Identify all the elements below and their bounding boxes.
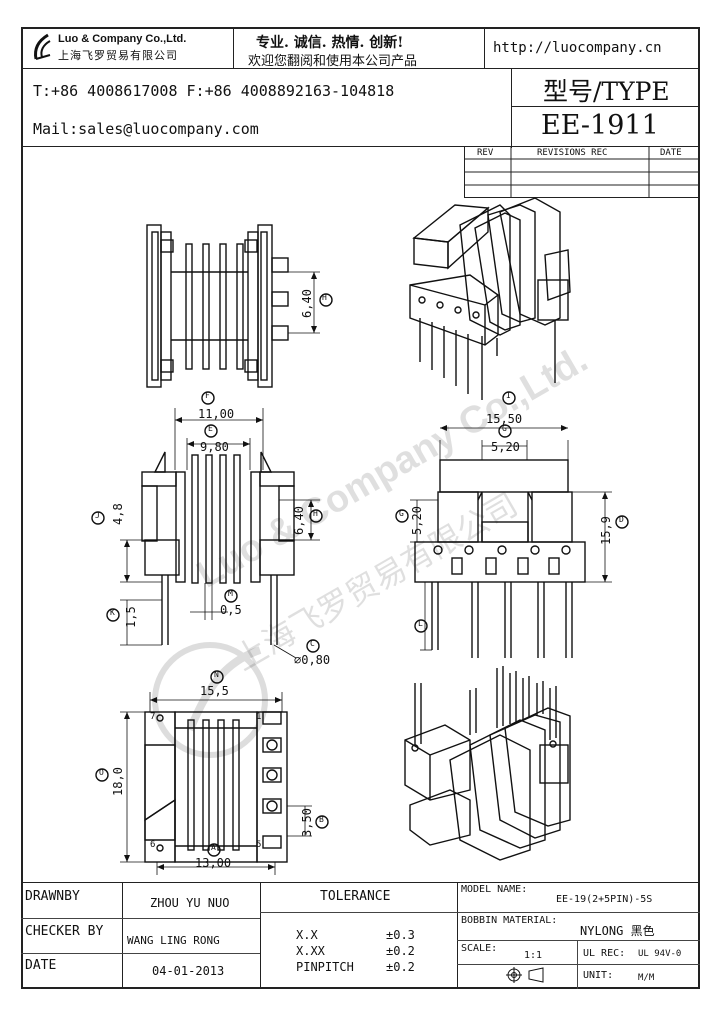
rev-date-header: DATE	[660, 148, 682, 158]
dim-label: 6,40	[300, 289, 314, 318]
date-label: DATE	[25, 958, 57, 973]
pin-number: 6	[150, 840, 156, 850]
bottom-view	[95, 670, 329, 875]
ul-rec-value: UL 94V-0	[638, 949, 682, 959]
dim-callout-f: F	[205, 391, 210, 400]
bobbin-material-label: BOBBIN MATERIAL:	[461, 915, 558, 926]
company-name-cn: 上海飞罗贸易有限公司	[58, 49, 178, 62]
drawing-frame	[21, 27, 700, 989]
dim-callout-g: G	[502, 424, 507, 433]
dim-callout-n: N	[214, 670, 219, 679]
model-name-label: MODEL NAME:	[461, 884, 528, 895]
dim-callout-k: K	[110, 608, 115, 617]
rev-header: REV	[477, 148, 494, 158]
type-value: EE-1911	[541, 110, 659, 141]
unit-value: M/M	[638, 973, 655, 983]
scale-label: SCALE:	[461, 943, 498, 954]
drawnby-label: DRAWNBY	[25, 889, 80, 904]
dim-callout-o: O	[99, 768, 104, 777]
type-label: 型号/TYPE	[543, 77, 670, 106]
dim-callout-l: L	[418, 619, 423, 628]
dim-label: 0,5	[220, 603, 242, 617]
slogan: 专业. 诚信. 热情. 创新!	[256, 35, 404, 51]
dim-label: 15,50	[486, 412, 523, 426]
iso-view-bottom	[404, 666, 571, 861]
tol-key: X.X	[296, 928, 318, 942]
unit-label: UNIT:	[583, 970, 614, 981]
dim-label: 5,20	[410, 506, 424, 535]
tol-value: ±0.2	[386, 960, 415, 974]
dim-label: 3,50	[300, 808, 314, 837]
top-view	[146, 224, 333, 388]
company-name-en: Luo & Company Co.,Ltd.	[58, 33, 187, 45]
phone-fax: T:+86 4008617008 F:+86 4008892163-104818	[33, 82, 395, 100]
drawnby-value: ZHOU YU NUO	[150, 896, 230, 910]
model-name-value: EE-19(2+5PIN)-5S	[556, 894, 653, 905]
pin-number: 1	[256, 712, 262, 722]
dim-label: 9,80	[200, 440, 229, 454]
dim-label: 4,8	[111, 503, 125, 525]
checker-label: CHECKER BY	[25, 924, 104, 939]
checker-value: WANG LING RONG	[127, 934, 220, 947]
dim-label: 15,9	[599, 516, 613, 545]
tol-value: ±0.2	[386, 944, 415, 958]
revisions-table	[464, 146, 700, 198]
dim-label: 11,00	[198, 407, 235, 421]
dim-label: 15,5	[200, 684, 229, 698]
dim-label: 1,5	[124, 606, 138, 628]
tolerance-title: TOLERANCE	[320, 889, 391, 904]
tol-key: PINPITCH	[296, 960, 354, 974]
dim-callout-b: B	[319, 815, 324, 824]
side-view	[395, 391, 629, 658]
bobbin-material-value: NYLONG 黑色	[580, 924, 655, 938]
dim-callout-m: M	[228, 589, 233, 598]
projection-symbol-icon	[505, 966, 547, 984]
pin-number: 7	[150, 712, 156, 722]
tol-value: ±0.3	[386, 928, 415, 942]
iso-view-top	[409, 197, 571, 400]
ul-rec-label: UL REC:	[583, 948, 626, 959]
revisions-rec-header: REVISIONS REC	[537, 148, 608, 158]
dim-callout-h1: H	[322, 293, 327, 302]
scale-value: 1:1	[524, 950, 543, 961]
dim-callout-g2: G	[399, 509, 404, 518]
dim-callout-e: E	[208, 424, 213, 433]
dim-callout-j: J	[95, 511, 100, 520]
dim-label: 6,40	[292, 506, 306, 535]
tol-key: X.XX	[296, 944, 325, 958]
website-link[interactable]: http://luocompany.cn	[493, 40, 662, 56]
dim-callout-c: C	[310, 639, 315, 648]
date-value: 04-01-2013	[152, 964, 225, 978]
welcome-text: 欢迎您翻阅和使用本公司产品	[248, 54, 418, 69]
dim-label: ⌀0,80	[294, 653, 331, 667]
front-view	[91, 391, 323, 659]
dim-label: 5,20	[491, 440, 520, 454]
dim-label: 18,0	[111, 767, 125, 796]
dim-label: 13,00	[195, 856, 232, 870]
dim-callout-h2: H	[313, 509, 318, 518]
email[interactable]: Mail:sales@luocompany.com	[33, 120, 259, 138]
dim-callout-a: A	[211, 843, 216, 852]
dim-callout-d: D	[619, 515, 624, 524]
company-logo	[30, 33, 54, 63]
pin-number: 5	[256, 840, 262, 850]
dim-callout-i: I	[506, 391, 511, 400]
